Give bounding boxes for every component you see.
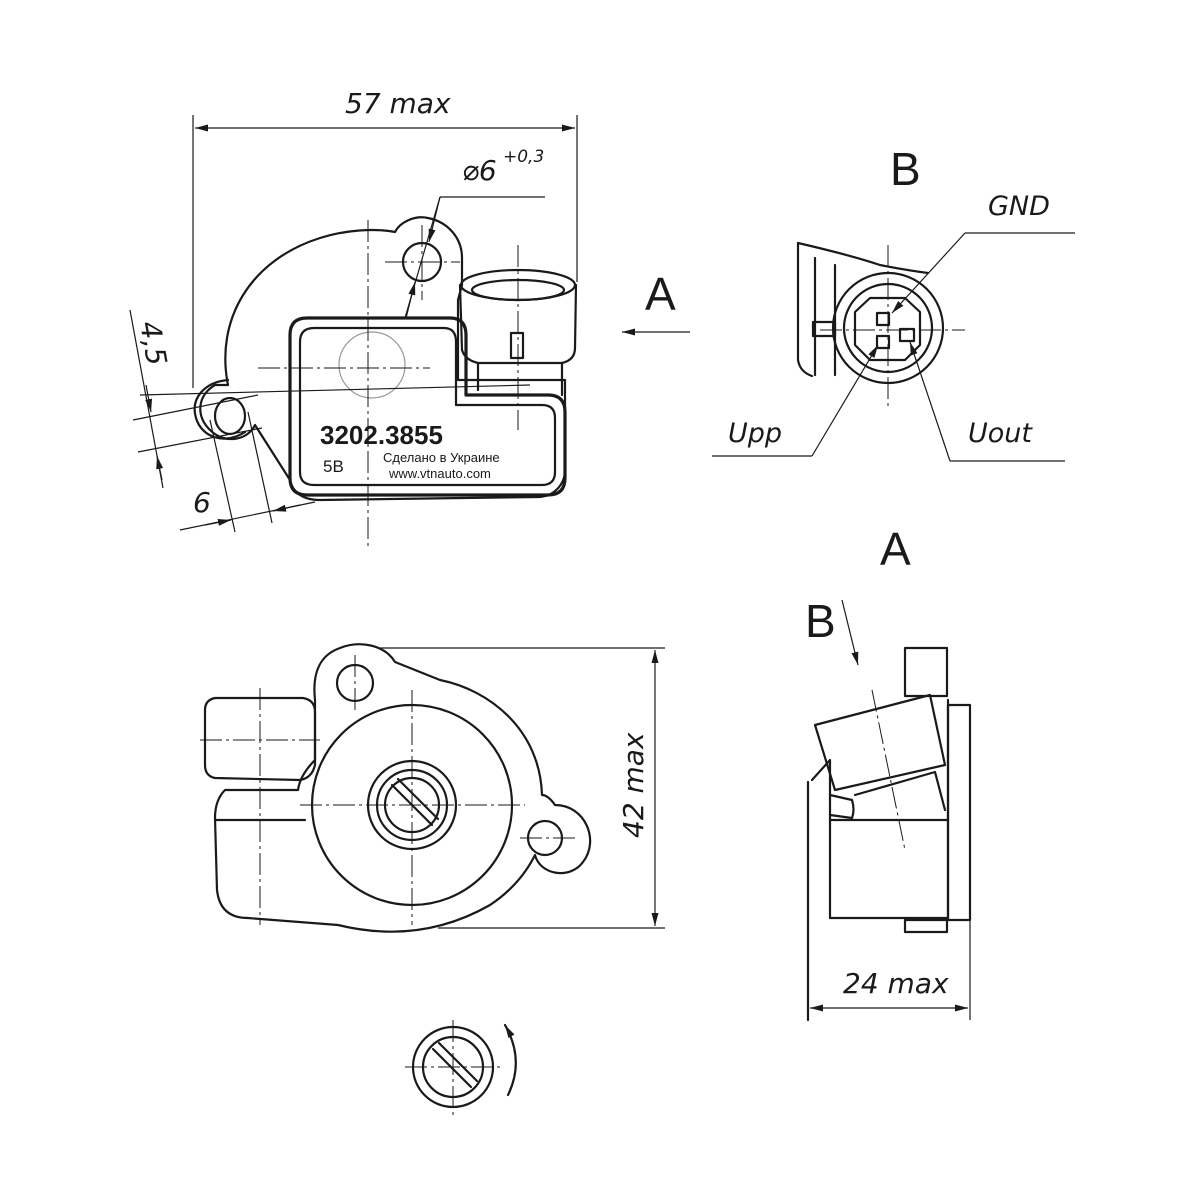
hole-arrow-1 [428,196,441,243]
label-plate-inner [298,326,557,487]
dim-hole-tol: +0,3 [503,147,544,167]
dim-42-text: 42 max [617,732,650,838]
label-plate-outer [288,316,567,497]
side-connector-centerline [871,689,906,851]
view-a-title: A [880,523,911,575]
view-b-pointer [841,599,859,666]
view-b-latch [811,320,837,338]
uout-leader [909,341,951,462]
pin-uout-label: Uout [968,418,1033,449]
bottom-view: 42 max [200,643,665,933]
dim-6-arrow-1 [204,519,232,526]
voltage-label: 5В [323,457,344,476]
dim-45-arrow-1 [145,384,153,413]
view-a-arrow: A [622,268,690,336]
view-a: A B 24 max [805,523,972,1022]
side-body-step [828,793,855,820]
dim-24-text: 24 max [843,967,949,1000]
website-label: www.vtnauto.com [388,466,491,481]
left-mount-ear [193,378,247,440]
pin-upp [875,334,891,350]
top-view: 3202.3855 5В Сделано в Украине www.vtnau… [139,216,578,550]
view-b-pin-block [853,296,922,362]
dim-57-text: 57 max [345,87,451,120]
dim-hole-text: ⌀6 [462,154,497,187]
rotation-slot-1 [431,1047,473,1089]
dim-6-ext-2 [247,411,273,524]
connector-latch [509,331,525,360]
view-b-housing-top [796,241,930,275]
pin-uout [898,327,916,343]
bottom-connector [203,696,317,782]
dim-45-text: 4,5 [133,318,173,368]
dim-45-ext-1 [132,394,259,421]
view-b: B GND Upp Uout [712,143,1075,462]
side-flange [946,703,972,922]
view-b-housing-inner [813,256,837,377]
rotation-symbol [405,1020,517,1115]
ref-line-1 [139,384,531,396]
side-bottom-tab [903,918,949,934]
dim-45-arrow-2 [156,455,164,481]
view-b-arrow-label: B [805,595,836,647]
connector-body [458,283,578,365]
connector-neck [476,361,564,397]
dim-6-text: 6 [193,486,211,519]
hole-arrow-2 [405,281,416,319]
view-b-title: B [890,143,921,195]
made-in-label: Сделано в Украине [383,450,500,465]
pin-gnd [875,311,891,327]
pin-gnd-label: GND [988,191,1050,222]
rotation-slot-2 [437,1041,479,1083]
side-body [810,698,950,920]
side-top-tab [903,646,949,698]
view-b-housing-left [796,241,814,378]
dim-45-ext-2 [137,427,263,453]
left-mount-hole [213,396,247,436]
view-a-arrow-label: A [645,268,676,320]
top-body-outline [199,216,567,502]
shaft-slot-2 [396,777,440,821]
side-connector-neck [853,770,947,812]
shaft-indicator-circle [338,331,406,399]
gnd-leader [891,232,966,314]
top-dimensions: 57 max ⌀6 +0,3 4,5 6 [129,87,578,533]
part-number: 3202.3855 [320,420,443,450]
dim-6-arrow-2 [272,504,301,512]
pin-upp-label: Upp [728,418,782,449]
rotation-arrow [503,1023,517,1097]
bottom-body-outline [213,643,592,933]
dim-6-ext-1 [209,419,236,533]
upp-leader [811,344,879,457]
side-connector-angled [813,693,947,792]
